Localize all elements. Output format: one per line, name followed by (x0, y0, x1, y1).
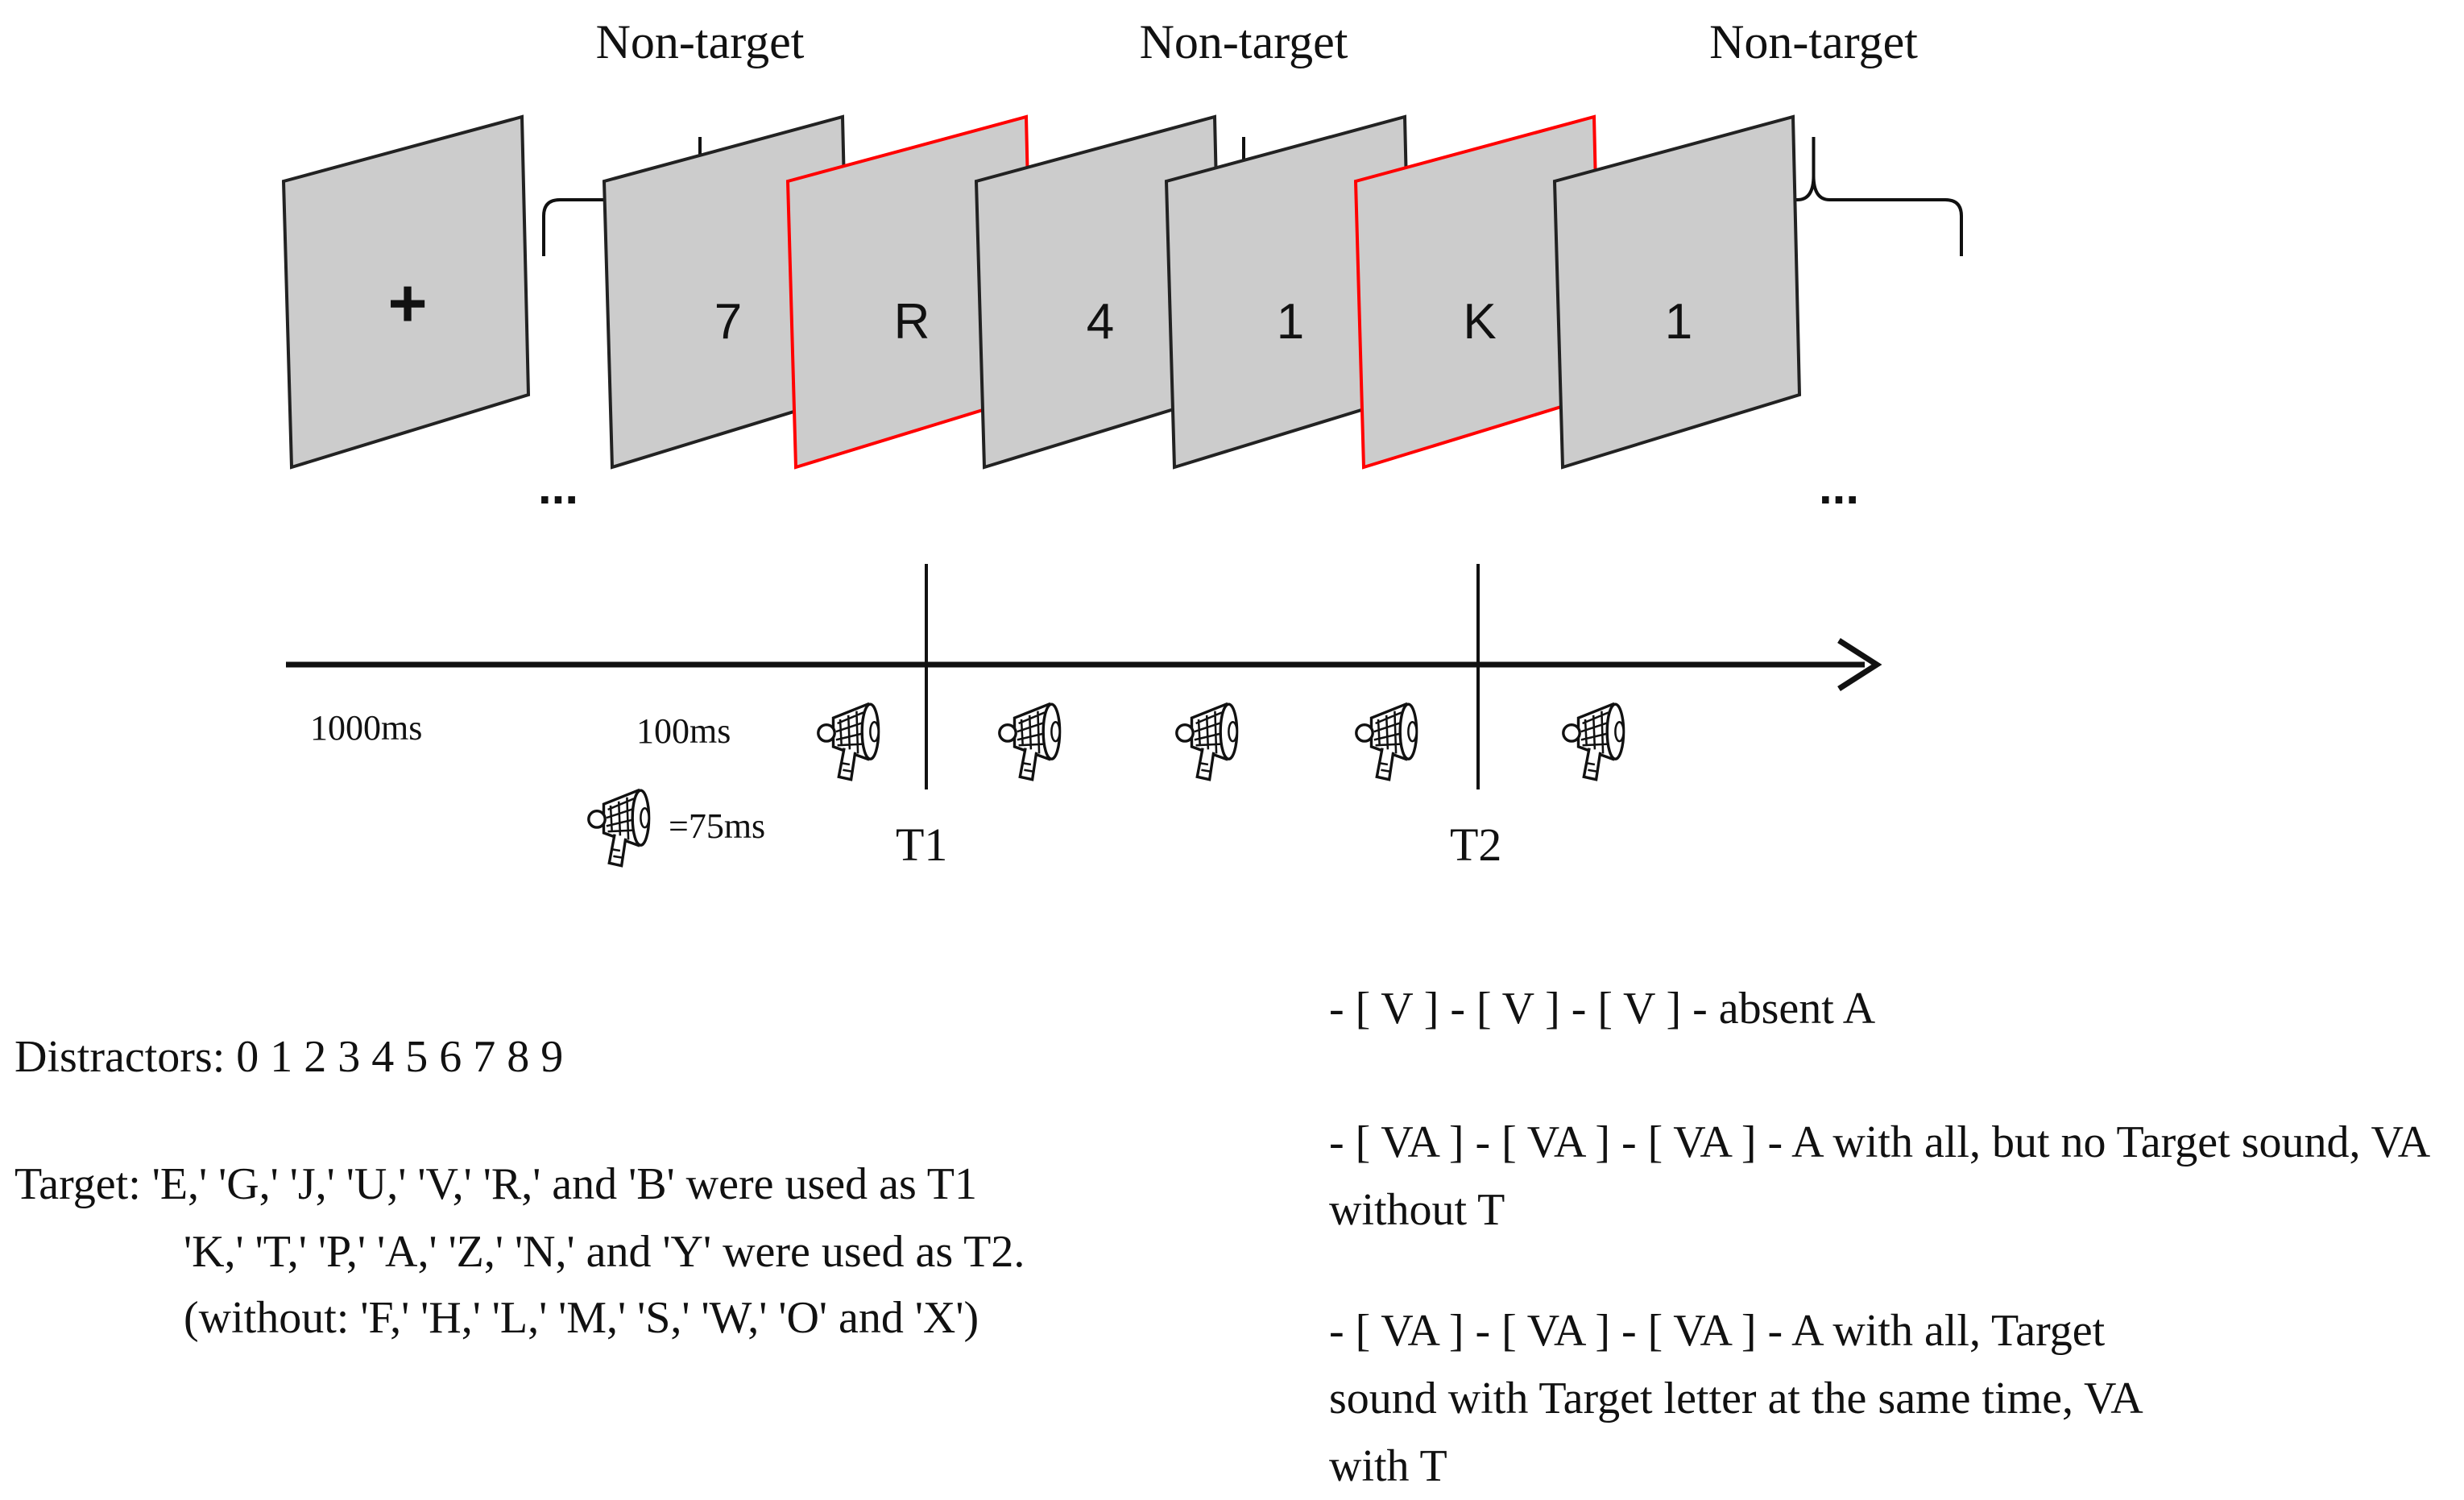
megaphone-icon (817, 702, 880, 781)
frame-symbol: R (894, 294, 930, 350)
ellipsis-right: ... (1819, 460, 1859, 514)
target-line-2: 'K,' 'T,' 'P,' 'A,' 'Z,' 'N,' and 'Y' we… (184, 1227, 1025, 1277)
time-axis-arrowhead (1837, 638, 1882, 691)
megaphone-icon-legend (587, 789, 651, 868)
non-target-label: Non-target (1709, 15, 1918, 68)
non-target-label: Non-target (1140, 15, 1348, 68)
distractors-text: Distractors: 0 1 2 3 4 5 6 7 8 9 (14, 1032, 564, 1082)
fixation-duration: 1000ms (310, 708, 422, 748)
frame-symbol: + (387, 265, 427, 341)
frame-symbol: 1 (1665, 294, 1692, 350)
megaphone-icon (1355, 702, 1418, 781)
megaphone-icon (998, 702, 1062, 781)
sound-icons (817, 702, 1625, 781)
non-target-label: Non-target (596, 15, 805, 68)
frame-symbol: K (1463, 294, 1496, 350)
item-duration: 100ms (636, 711, 731, 751)
t2-label: T2 (1450, 818, 1501, 871)
non-target-labels: Non-target Non-target Non-target (596, 15, 1919, 68)
ellipsis-left: ... (538, 460, 578, 514)
megaphone-icon (1562, 702, 1625, 781)
target-marker-lines (925, 564, 1480, 789)
frame-symbol: 4 (1087, 294, 1114, 350)
megaphone-icon (1175, 702, 1239, 781)
frame-symbol: 1 (1277, 294, 1304, 350)
stimulus-frame (281, 114, 531, 470)
stimulus-frame (1552, 114, 1802, 470)
condition-va-with-t: - [ VA ] - [ VA ] - [ VA ] - A with all,… (1329, 1306, 2141, 1491)
stimulus-frames: +7 R 4 1 K 1 (281, 114, 1802, 470)
sound-duration: =75ms (669, 806, 765, 846)
target-line-1: Target: 'E,' 'G,' 'J,' 'U,' 'V,' 'R,' an… (14, 1159, 977, 1209)
condition-va-without-t: - [ VA ] - [ VA ] - [ VA ] - A with all,… (1329, 1117, 2429, 1235)
t1-label: T1 (896, 818, 947, 871)
frame-symbol: 7 (714, 294, 742, 350)
condition-v: - [ V ] - [ V ] - [ V ] - absent A (1329, 984, 1876, 1034)
target-line-3: (without: 'F,' 'H,' 'L,' 'M,' 'S,' 'W,' … (184, 1293, 979, 1343)
